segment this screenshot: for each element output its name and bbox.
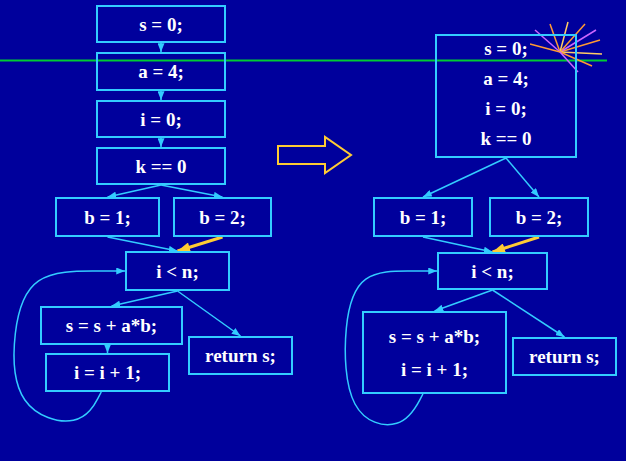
code-text: s = 0; [482, 39, 530, 58]
firework-ray [560, 22, 568, 52]
statement-box: b = 1; [55, 197, 160, 237]
code-text: b = 1; [82, 208, 133, 227]
flow-arrow [423, 158, 506, 197]
flow-arrow [107, 345, 109, 353]
return-box: return s; [188, 336, 293, 375]
flow-arrow [423, 237, 493, 252]
flow-arrow [160, 43, 162, 52]
flow-arrow [161, 185, 223, 197]
code-text: return s; [203, 346, 278, 365]
statement-box: s = s + a*b; [40, 306, 183, 345]
statement-box: a = 4; [96, 52, 226, 91]
flow-arrow [112, 291, 178, 306]
code-text: i = i + 1; [399, 360, 470, 379]
statement-box: i = i + 1; [45, 353, 170, 392]
flow-arrow [108, 185, 162, 197]
firework-ray [530, 44, 560, 52]
code-text: s = 0; [137, 15, 185, 34]
firework-ray [560, 52, 602, 54]
condition-box: k == 0 [96, 147, 226, 185]
loop-back-arrow [345, 271, 437, 425]
flow-arrow [108, 237, 178, 251]
loop-back-arrow [14, 271, 125, 421]
flow-arrow [160, 91, 162, 100]
condition-box: i < n; [125, 251, 230, 291]
statement-box: i = 0; [96, 100, 226, 138]
code-text: i = 0; [138, 110, 183, 129]
code-text: i < n; [469, 262, 516, 281]
code-text: i < n; [154, 262, 201, 281]
basic-block: s = s + a*b; i = i + 1; [362, 311, 507, 394]
flow-arrow [178, 291, 241, 336]
basic-block: i < n; [437, 252, 548, 290]
firework-picture [530, 22, 602, 72]
flow-arrow [178, 237, 223, 251]
code-text: b = 2; [514, 208, 565, 227]
code-text: i = 0; [483, 99, 528, 118]
code-text: i = i + 1; [72, 363, 143, 382]
code-text: a = 4; [136, 62, 186, 81]
flow-arrow [493, 290, 565, 337]
basic-block: s = 0; a = 4; i = 0; k == 0 [435, 34, 577, 158]
code-text: a = 4; [481, 69, 531, 88]
code-text: k == 0 [133, 157, 188, 176]
green-rule [0, 60, 607, 62]
basic-block: b = 2; [489, 197, 589, 237]
basic-block: return s; [512, 337, 617, 376]
statement-box: b = 2; [173, 197, 272, 237]
flow-arrow [160, 138, 162, 147]
flow-arrow [493, 237, 540, 252]
flow-arrow [506, 158, 539, 197]
code-text: k == 0 [478, 129, 533, 148]
transform-arrow [278, 137, 351, 173]
code-text: s = s + a*b; [387, 327, 482, 346]
basic-block: b = 1; [373, 197, 473, 237]
code-text: return s; [527, 347, 602, 366]
code-text: b = 1; [398, 208, 449, 227]
code-text: b = 2; [197, 208, 248, 227]
code-text: s = s + a*b; [64, 316, 159, 335]
flow-arrow [435, 290, 493, 311]
statement-box: s = 0; [96, 5, 226, 43]
